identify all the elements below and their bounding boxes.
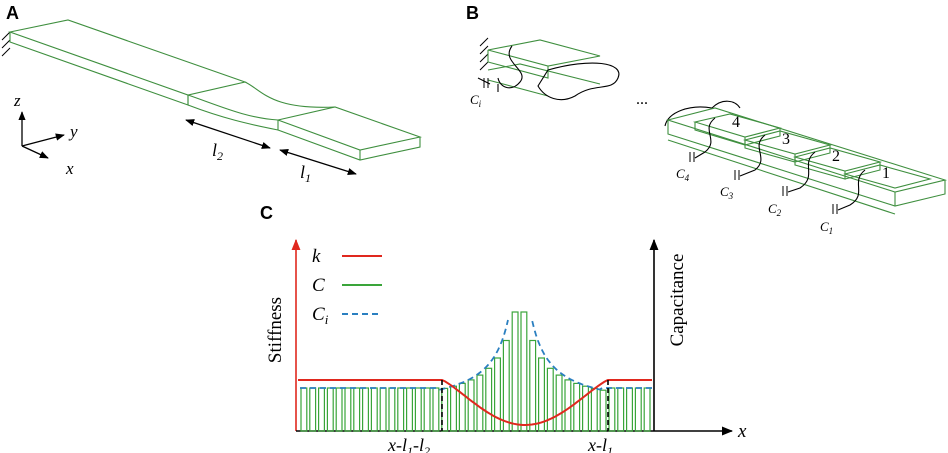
label-l2: l2 [212,140,223,163]
capacitance-bar [300,387,308,432]
capacitance-bar [485,367,493,432]
capacitance-bar [335,387,343,432]
capacitance-bar [379,387,387,432]
ellipsis: ... [636,91,648,108]
ci-curve-right [531,319,652,391]
capacitance-bar [309,387,317,432]
capacitance-bar [397,387,405,432]
capacitance-bar [520,311,528,432]
capacitance-bar [423,387,431,432]
capacitance-bar [458,382,466,432]
capacitance-bar [537,357,545,432]
capacitance-bar [529,339,537,432]
capacitance-bar [625,387,633,432]
dimension-arrow-l1 [279,148,357,176]
panel-a: A l2 l1 [1,3,423,185]
capacitance-bar [494,357,502,432]
capacitor-symbols [689,152,838,214]
label-ci: Ci [470,92,482,109]
legend-label-ci: Ci [312,304,329,327]
capacitance-bar [643,387,651,432]
y-axis-label-capacitance: Capacitance [667,254,688,347]
capacitance-bar [546,367,554,432]
capacitance-bar [467,379,475,432]
legend-label-c: C [312,275,325,296]
capacitance-bar [450,385,458,432]
tick-label-x-l1-l2: x-l1-l2 [387,435,430,453]
capacitance-bar [476,374,484,432]
panel-c-letter: C [260,203,273,223]
root-segment: Ci [470,39,620,109]
clamp-hatch-a [1,31,11,57]
axis-label-y: y [68,122,78,141]
capacitance-bar [344,387,352,432]
capacitance-bar [555,374,563,432]
axis-label-x: x [65,159,74,178]
capacitance-bar [388,387,396,432]
capacitance-bar [502,339,510,432]
capacitance-bar [414,387,422,432]
label-c3: C3 [720,184,734,201]
y-axis-label-stiffness: Stiffness [265,297,286,363]
segmented-beam: 4 3 2 1 C4 C3 C2 C1 [664,100,948,236]
capacitance-bar [608,387,616,432]
capacitance-bar [599,389,607,432]
ci-curve-left [300,319,509,391]
capacitance-bars [300,311,651,432]
panel-b-letter: B [466,3,479,23]
capacitance-bar [581,385,589,432]
legend-label-k: k [312,246,321,267]
panel-a-letter: A [6,3,19,23]
block-label-2: 2 [832,148,840,165]
capacitance-bar [564,379,572,432]
dimension-arrow-l2 [185,119,271,149]
capacitance-bar [318,387,326,432]
panel-b: B Ci ... [466,3,948,236]
label-c2: C2 [768,201,782,218]
tick-label-x-l1: x-l1 [587,435,613,453]
capacitance-bar [326,387,334,432]
capacitance-bar [617,387,625,432]
label-c1: C1 [820,219,833,236]
capacitance-bar [362,387,370,432]
capacitance-bar [590,387,598,432]
clamp-hatch-b [479,37,489,71]
legend: k C Ci [312,246,382,327]
x-axis-label: x [737,421,747,442]
capacitance-bar [511,311,519,432]
capacitance-bar [406,387,414,432]
capacitance-bar [370,387,378,432]
block-label-4: 4 [732,114,740,131]
block-label-3: 3 [782,131,790,148]
capacitance-bar [432,387,440,432]
panel-c: C Stiffness Capacitance x k C Ci x-l1-l2… [260,203,747,453]
coordinate-axes: z y x [13,91,78,178]
axis-label-z: z [13,91,21,110]
block-label-1: 1 [882,165,890,182]
capacitance-bar [573,382,581,432]
label-c4: C4 [676,166,690,183]
k-curve [298,379,652,426]
capacitance-bar [634,387,642,432]
label-l1: l1 [300,162,311,185]
capacitance-bar [353,387,361,432]
